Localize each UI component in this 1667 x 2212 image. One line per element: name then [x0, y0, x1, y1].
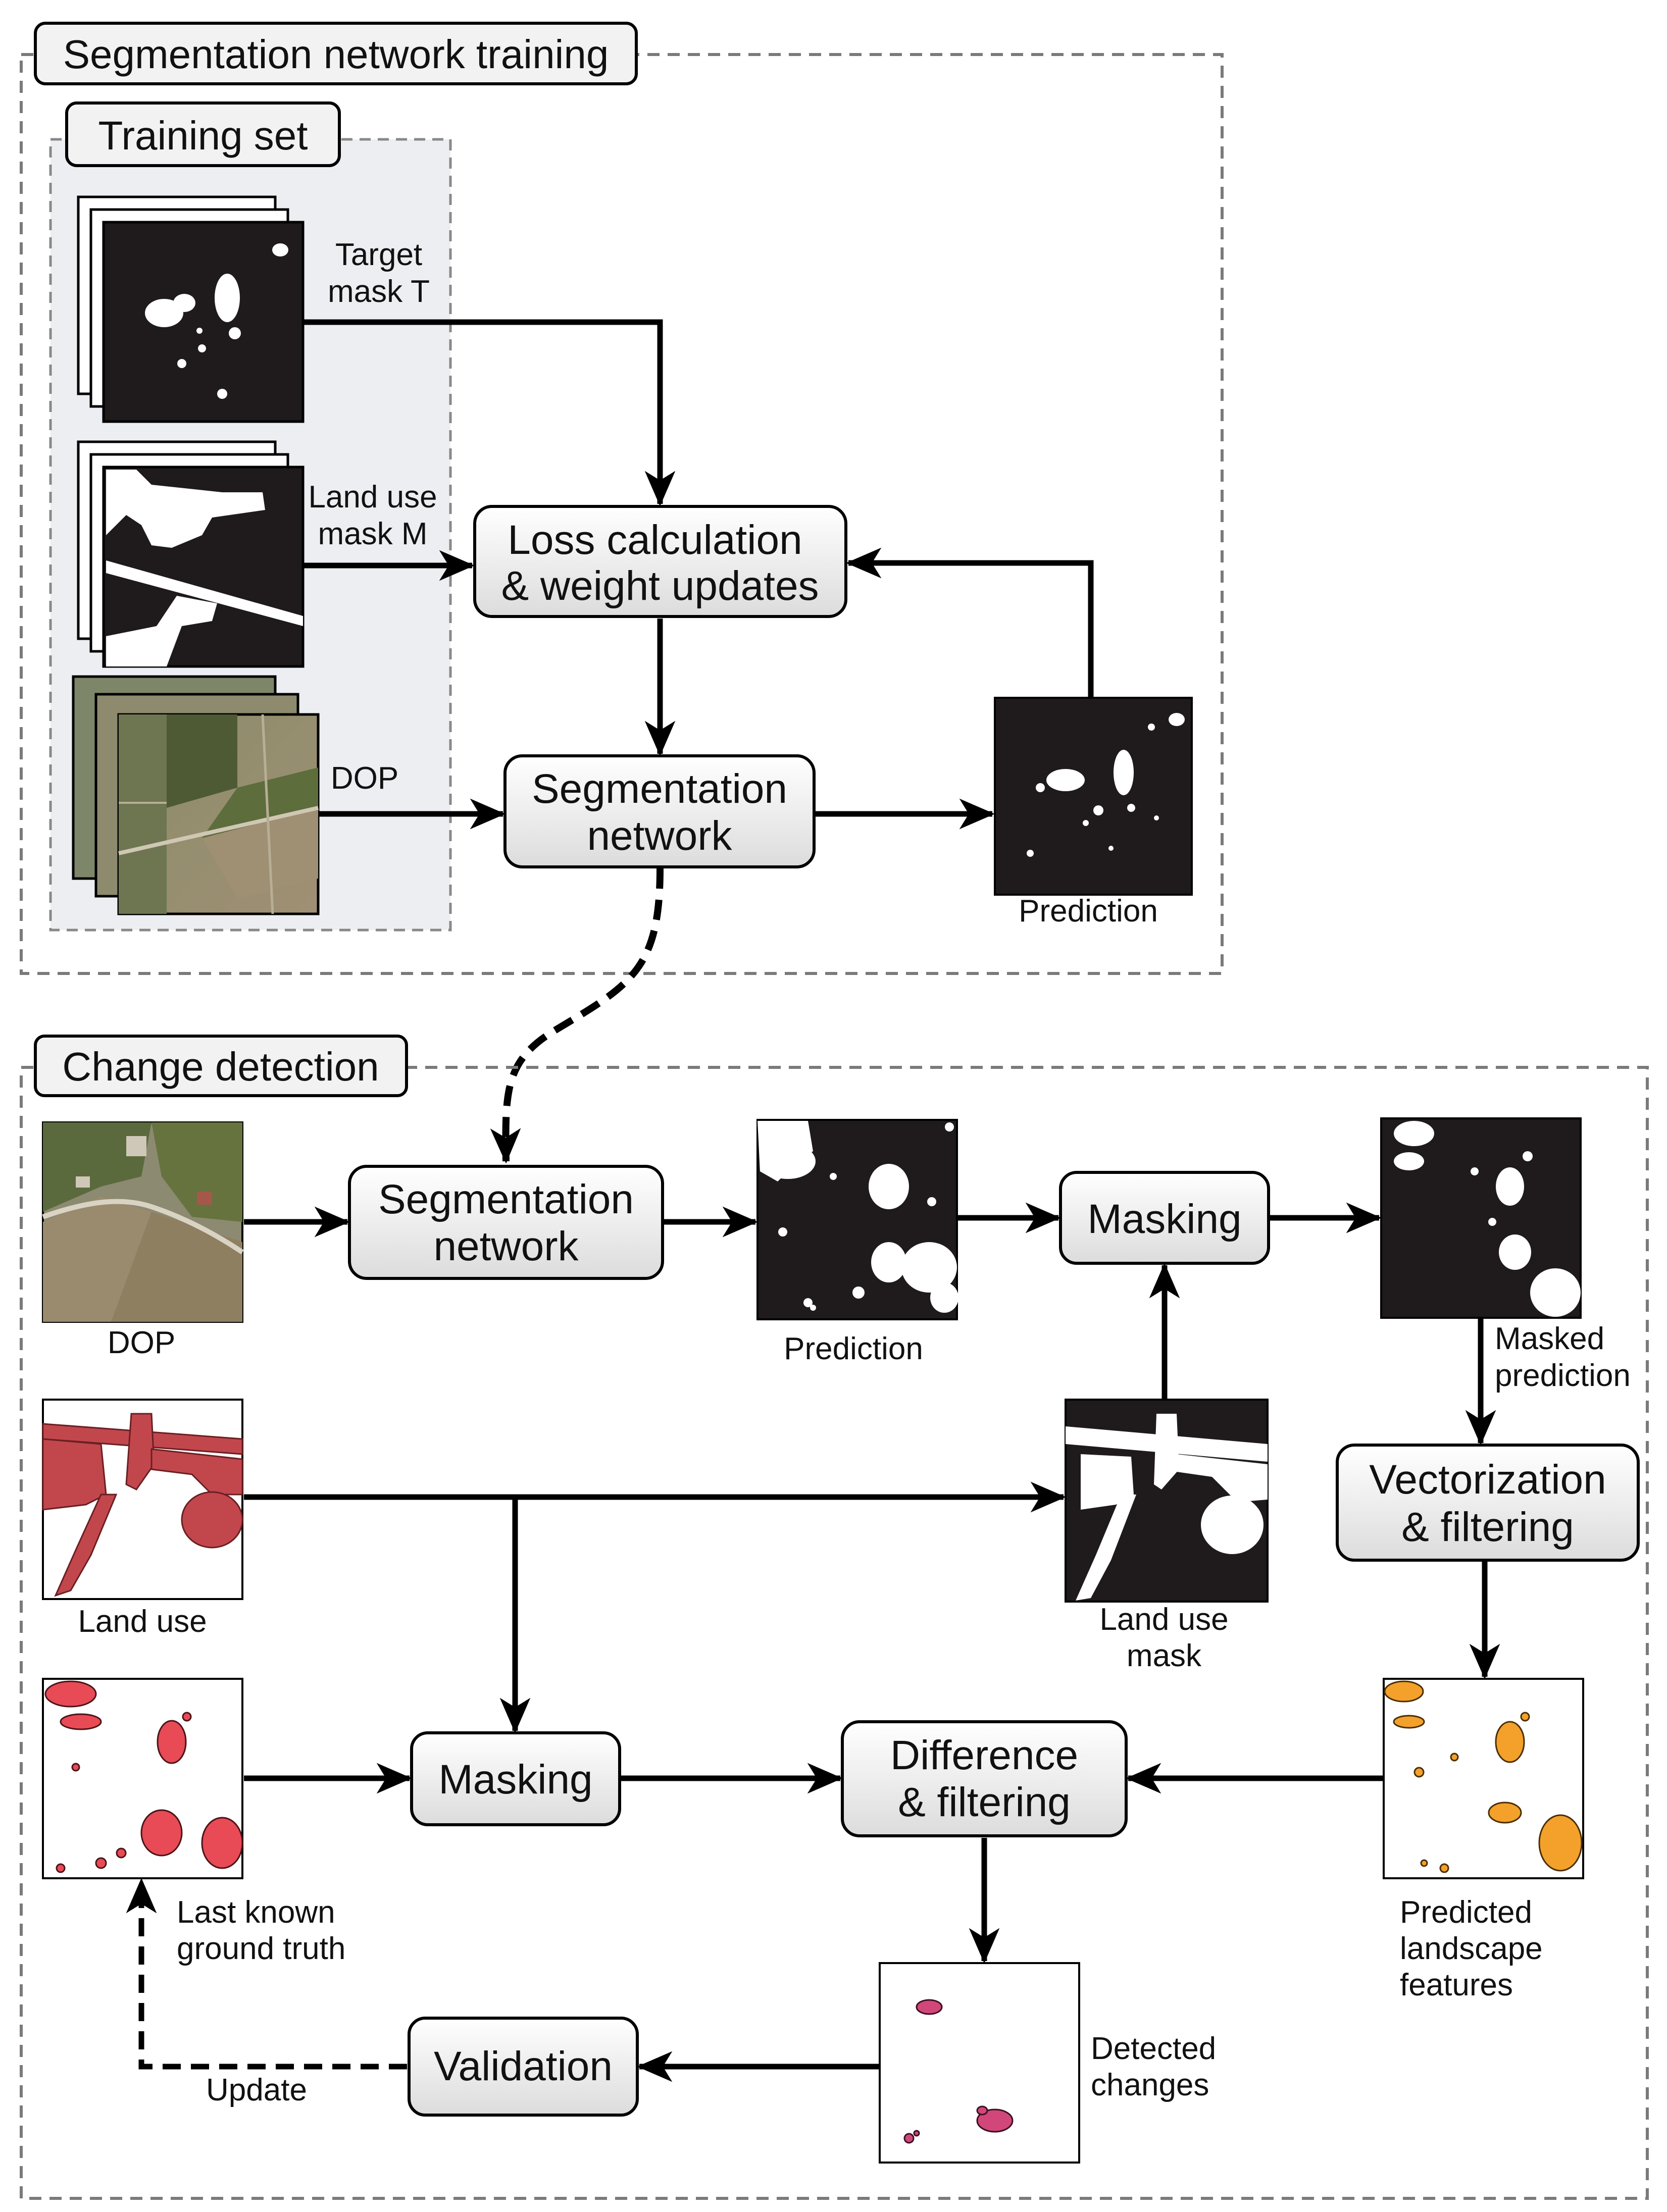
change-dop-label: DOP	[108, 1325, 175, 1360]
masked-prediction-image	[1380, 1117, 1582, 1319]
loss-box-line-2: & weight updates	[501, 563, 819, 609]
change-dop-image	[42, 1121, 244, 1323]
land-use-mask-stack	[77, 440, 305, 668]
target-mask-label-1: Target	[335, 237, 422, 272]
last-known-ground-truth-image	[42, 1678, 243, 1879]
difference-line-1: Difference	[890, 1732, 1078, 1778]
change-detection-title: Change detection	[34, 1035, 408, 1097]
land-use-mask-label-2c: mask	[1127, 1638, 1202, 1673]
loss-box-line-1: Loss calculation	[508, 517, 802, 563]
predicted-features-label-3: features	[1400, 1968, 1513, 2002]
detected-changes-image	[879, 1962, 1080, 2164]
training-section-frame	[20, 53, 1224, 975]
masked-prediction-label-1: Masked	[1495, 1321, 1604, 1356]
training-section-title: Segmentation network training	[34, 22, 638, 85]
training-section-title-text: Segmentation network training	[63, 32, 609, 77]
loss-calculation-box: Loss calculation & weight updates	[473, 505, 847, 618]
vectorization-line-1: Vectorization	[1369, 1457, 1606, 1503]
target-mask-label-2: mask T	[328, 274, 430, 309]
training-dop-label: DOP	[331, 761, 398, 796]
masking-top-text: Masking	[1087, 1196, 1241, 1242]
predicted-landscape-features-image	[1383, 1678, 1584, 1879]
land-use-map	[42, 1399, 243, 1600]
vectorization-box: Vectorization & filtering	[1336, 1444, 1640, 1562]
change-detection-frame	[20, 1066, 1649, 2200]
training-segmentation-network-box: Segmentation network	[503, 754, 816, 868]
training-prediction-label: Prediction	[1019, 894, 1158, 929]
training-segnet-line-2: network	[587, 813, 732, 859]
change-segnet-line-1: Segmentation	[378, 1176, 634, 1222]
training-prediction-image	[994, 697, 1193, 896]
change-detection-title-text: Change detection	[62, 1044, 379, 1089]
training-dop-stack	[72, 675, 320, 915]
land-use-label: Land use	[78, 1604, 207, 1639]
difference-line-2: & filtering	[898, 1779, 1071, 1825]
land-use-mask-label-2: mask M	[318, 517, 428, 551]
training-set-title: Training set	[65, 101, 341, 167]
last-known-label-2: ground truth	[177, 1931, 345, 1966]
change-segnet-line-2: network	[433, 1223, 579, 1269]
target-mask-stack	[77, 195, 305, 423]
training-segnet-line-1: Segmentation	[532, 766, 787, 812]
training-set-title-text: Training set	[98, 113, 308, 158]
masking-bottom-text: Masking	[438, 1757, 592, 1803]
land-use-mask-label-1: Land use	[308, 480, 437, 515]
masked-prediction-label-2: prediction	[1495, 1358, 1631, 1393]
validation-box: Validation	[408, 2017, 639, 2117]
change-prediction-label: Prediction	[784, 1331, 923, 1366]
training-arrows	[304, 319, 1094, 1164]
detected-changes-label-2: changes	[1091, 2068, 1209, 2102]
masking-box-top: Masking	[1059, 1171, 1270, 1265]
difference-filtering-box: Difference & filtering	[841, 1720, 1128, 1837]
land-use-mask-label-1c: Land use	[1099, 1602, 1228, 1637]
masking-box-bottom: Masking	[410, 1731, 621, 1826]
last-known-label-1: Last known	[177, 1895, 335, 1930]
validation-text: Validation	[434, 2043, 613, 2089]
vectorization-line-2: & filtering	[1401, 1504, 1574, 1550]
land-use-mask-image	[1065, 1399, 1269, 1603]
update-label: Update	[206, 2073, 307, 2107]
predicted-features-label-1: Predicted	[1400, 1895, 1532, 1930]
change-segmentation-network-box: Segmentation network	[348, 1165, 664, 1280]
change-arrows	[126, 1202, 1500, 2082]
change-prediction-image	[756, 1119, 958, 1320]
detected-changes-label-1: Detected	[1091, 2031, 1216, 2066]
predicted-features-label-2: landscape	[1400, 1931, 1543, 1966]
